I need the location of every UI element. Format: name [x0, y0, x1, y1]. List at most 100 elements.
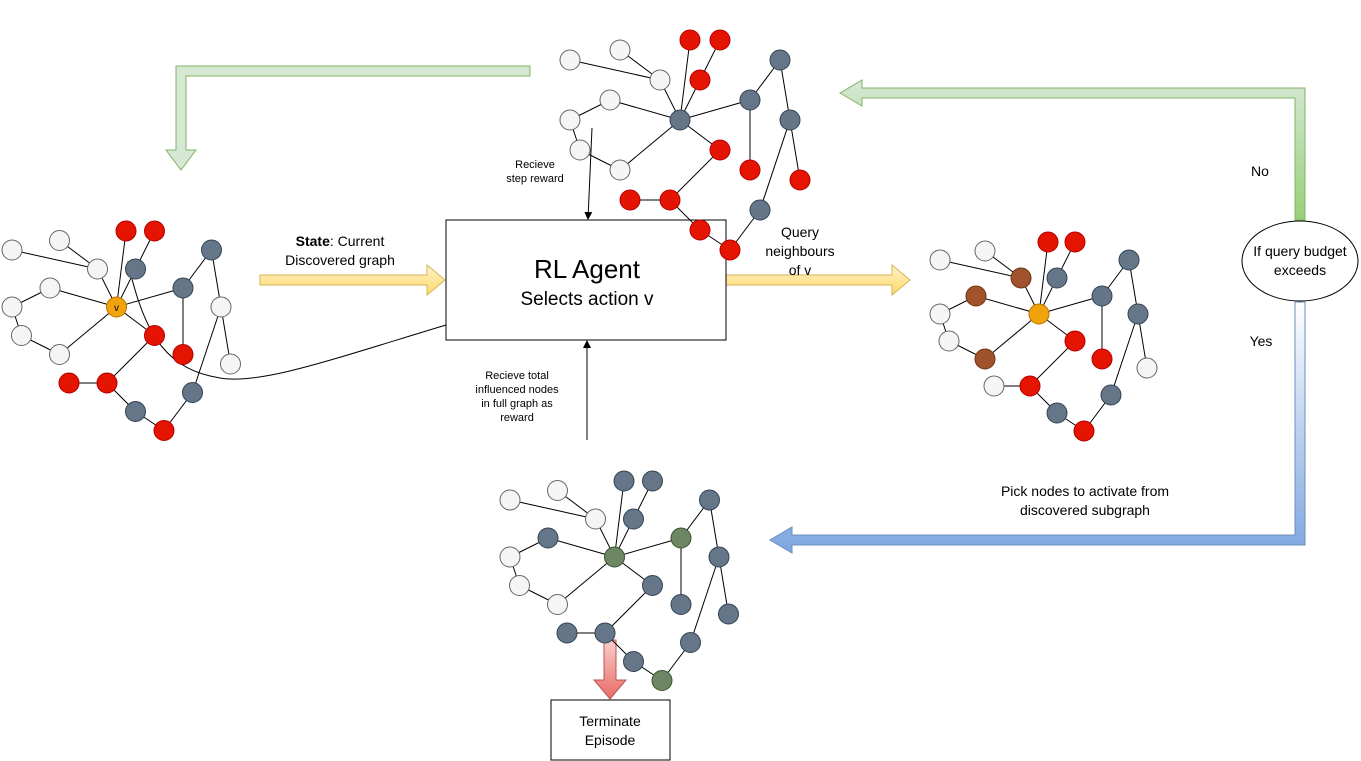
state-label-rest: : Current: [330, 233, 385, 249]
graph-node-unknown: [585, 508, 606, 530]
graph-node-influenced: [1037, 231, 1059, 253]
graph-node-influenced: [144, 325, 165, 346]
graph-node-unknown: [499, 546, 521, 568]
graph-node-influenced: [1073, 420, 1095, 442]
decision-line1: If query budget: [1253, 243, 1347, 259]
graph-bottom: [499, 470, 739, 691]
graph-node-discovered: [642, 575, 663, 596]
terminate-line1: Terminate: [579, 713, 641, 729]
yellow-state-arrow: [259, 263, 446, 297]
graph-edge: [975, 295, 1040, 315]
step-reward-line2: step reward: [506, 173, 563, 185]
no-label: No: [1251, 163, 1269, 179]
graph-node-discovered: [613, 470, 635, 492]
graph-node-unknown: [559, 109, 581, 131]
graph-node-unknown: [599, 89, 621, 111]
graph-node-influenced: [1019, 375, 1041, 397]
total-reward-line2: influenced nodes: [475, 384, 559, 396]
graph-node-unknown: [220, 353, 241, 375]
graph-edge: [1110, 313, 1139, 396]
graph-node-influenced: [1091, 348, 1113, 370]
graph-node-influenced: [153, 420, 175, 441]
graph-node-unknown: [49, 230, 70, 251]
graph-node-influenced: [58, 372, 80, 394]
graph-node-discovered: [680, 632, 701, 653]
graph-edge: [614, 537, 682, 558]
graph-node-discovered: [172, 277, 194, 299]
graph-node-influenced: [144, 220, 165, 242]
pick-label-line1: Pick nodes to activate from: [1001, 483, 1169, 499]
graph-edge: [192, 306, 222, 393]
graph-edge: [49, 287, 117, 308]
graph-node-unknown: [547, 480, 568, 501]
query-label-line1: Query: [781, 224, 819, 240]
graph-node-unknown: [609, 39, 631, 61]
graph-node-influenced: [719, 239, 741, 261]
graph-node-influenced: [689, 219, 711, 241]
graph-node-unknown: [983, 375, 1005, 397]
graph-edge: [984, 313, 1040, 360]
graph-node-unknown: [499, 489, 521, 511]
graph-node-influenced: [1064, 231, 1086, 253]
graph-node-discovered: [1091, 285, 1113, 307]
graph-node-influenced: [1064, 330, 1086, 352]
graph-node-unknown: [49, 344, 70, 365]
graph-node-unknown: [569, 139, 591, 161]
total-reward-line1: Recieve total: [485, 370, 549, 382]
graph-node-discovered: [642, 470, 663, 492]
graph-edge: [1038, 241, 1049, 315]
graph-node-discovered: [708, 546, 730, 568]
graph-node-neighbour: [1010, 267, 1032, 289]
graph-node-unknown: [547, 594, 568, 615]
graph-node-selected: [1028, 303, 1050, 325]
pick-label-line2: discovered subgraph: [1020, 502, 1150, 518]
graph-node-unknown: [210, 296, 232, 318]
graph-node-influenced: [679, 29, 701, 51]
graph-edge: [679, 39, 691, 121]
graph-edge: [106, 335, 155, 384]
terminate-box: [550, 699, 671, 761]
graph-node-discovered: [623, 508, 644, 530]
graph-node-unknown: [1, 239, 23, 261]
graph-node-discovered: [125, 258, 146, 280]
graph-edge: [1029, 340, 1076, 387]
graph-edge: [759, 119, 791, 211]
graph-node-influenced: [659, 189, 681, 211]
graph-node-discovered: [537, 527, 559, 549]
graph-edge: [569, 59, 661, 81]
graph-node-influenced: [739, 159, 761, 181]
graph-edge: [547, 537, 615, 558]
action-feedback-curve: [125, 261, 447, 380]
graph-node-unknown: [1, 296, 23, 318]
graph-node-selected: [106, 296, 127, 318]
graph-node-activated: [651, 670, 673, 691]
graph-node-discovered: [1046, 402, 1068, 424]
yellow-query-arrow: [725, 263, 911, 297]
graph-edge: [1038, 295, 1103, 315]
query-label-line3: of v: [789, 262, 812, 278]
blue-yes-arrow: [769, 301, 1306, 554]
green-loop-arrow-left: [165, 65, 531, 171]
total-reward-line4: reward: [500, 412, 534, 424]
graph-node-discovered: [623, 651, 644, 672]
rl-agent-box: [445, 219, 727, 341]
graph-node-unknown: [929, 303, 951, 325]
agent-subtitle: Selects action v: [520, 289, 654, 310]
graph-edge: [11, 249, 98, 270]
graph-edge: [690, 556, 720, 643]
graphs-layer: v: [1, 29, 1158, 691]
graph-node-influenced: [789, 169, 811, 191]
graph-edge: [679, 99, 751, 121]
state-label-bold: State: [296, 233, 330, 249]
graph-node-neighbour: [974, 348, 996, 370]
yes-label: Yes: [1250, 333, 1273, 349]
graph-node-discovered: [718, 603, 739, 625]
red-terminate-arrow: [592, 639, 628, 700]
graph-node-influenced: [689, 69, 711, 91]
decision-line2: exceeds: [1274, 262, 1326, 278]
graph-node-discovered: [1046, 267, 1068, 289]
graph-node-unknown: [609, 159, 631, 181]
graph-node-influenced: [96, 372, 118, 394]
graph-node-discovered: [556, 622, 578, 644]
